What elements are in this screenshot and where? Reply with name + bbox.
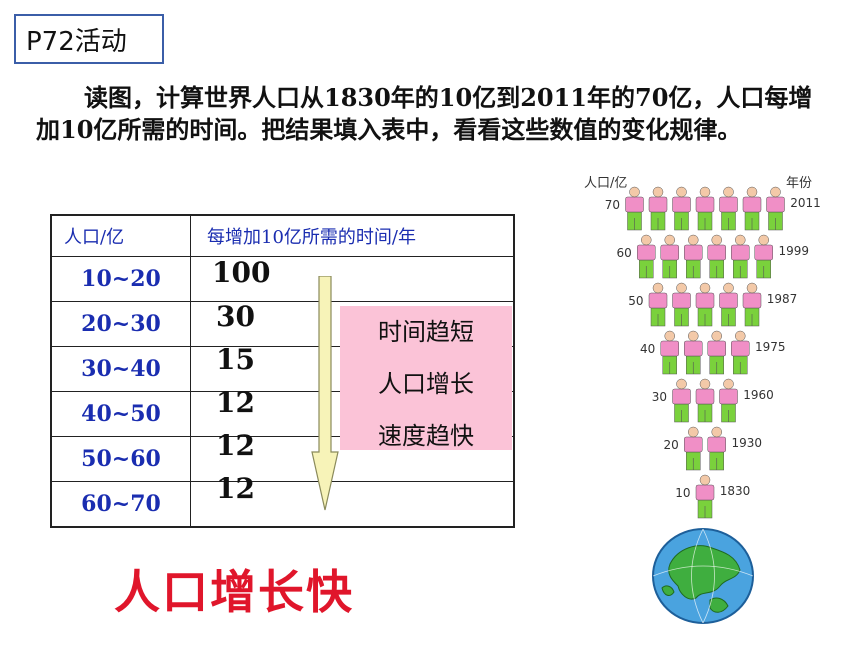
person-icon	[707, 330, 726, 375]
header-years: 每增加10亿所需的时间/年	[190, 214, 515, 257]
person-icon	[719, 186, 738, 231]
years-value: 12	[216, 386, 255, 419]
table-row: 10~20	[50, 256, 515, 302]
person-icon	[672, 282, 691, 327]
figure-left-header: 人口/亿	[584, 176, 628, 191]
person-icon	[754, 234, 773, 279]
range-cell: 30~40	[50, 346, 191, 392]
figure-population-label: 30	[651, 390, 668, 404]
figure-year-label: 1960	[743, 388, 774, 402]
instruction-paragraph: 读图，计算世界人口从1830年的10亿到2011年的70亿，人口每增加10亿所需…	[36, 83, 813, 144]
annotation-line: 速度趋快	[378, 422, 474, 450]
table-row: 60~70	[50, 481, 515, 528]
annotation-line: 人口增长	[378, 370, 474, 398]
conclusion-text: 人口增长快	[114, 565, 354, 619]
years-value: 12	[216, 429, 255, 462]
figure-year-label: 1999	[778, 244, 810, 258]
figure-year-label: 1987	[766, 292, 798, 306]
figure-population-label: 20	[663, 438, 679, 452]
person-icon	[625, 186, 644, 231]
down-arrow-icon	[311, 276, 339, 511]
person-icon	[648, 282, 668, 327]
globe-icon	[652, 528, 754, 624]
figure-population-label: 50	[628, 294, 644, 308]
population-figure	[625, 186, 785, 519]
person-icon	[695, 282, 715, 327]
figure-year-label: 2011	[790, 196, 821, 210]
person-icon	[660, 330, 679, 375]
figure-population-label: 70	[604, 198, 621, 212]
person-icon	[742, 186, 762, 231]
figure-population-label: 40	[640, 342, 656, 356]
years-value: 30	[216, 300, 255, 333]
person-icon	[719, 282, 738, 327]
person-icon	[637, 234, 656, 279]
table-header-row: 人口/亿 每增加10亿所需的时间/年	[50, 214, 515, 257]
range-cell: 20~30	[50, 301, 191, 347]
figure-population-label: 10	[675, 486, 691, 500]
person-icon	[707, 426, 726, 471]
person-icon	[695, 474, 715, 519]
person-icon	[660, 234, 679, 279]
figure-population-label: 60	[616, 246, 632, 260]
person-icon	[672, 186, 691, 231]
years-cell	[190, 481, 515, 528]
figure-year-label: 1930	[731, 436, 763, 450]
person-icon	[684, 426, 703, 471]
figure-year-label: 1830	[719, 484, 751, 498]
activity-title: P72活动	[14, 14, 164, 64]
years-value: 15	[216, 343, 255, 376]
annotation-line: 时间趋短	[378, 318, 474, 346]
person-icon	[742, 282, 762, 327]
range-cell: 10~20	[50, 256, 191, 302]
person-icon	[648, 186, 668, 231]
years-value: 100	[212, 256, 271, 289]
header-population: 人口/亿	[50, 214, 191, 257]
figure-right-header: 年份	[786, 176, 813, 191]
person-icon	[684, 330, 703, 375]
person-icon	[695, 186, 715, 231]
range-cell: 40~50	[50, 391, 191, 437]
years-value: 12	[216, 472, 255, 505]
person-icon	[684, 234, 703, 279]
range-cell: 50~60	[50, 436, 191, 482]
person-icon	[731, 330, 750, 375]
range-cell: 60~70	[50, 481, 191, 528]
person-icon	[719, 378, 738, 423]
person-icon	[731, 234, 750, 279]
figure-year-label: 1975	[755, 340, 786, 354]
person-icon	[695, 378, 715, 423]
person-icon	[766, 186, 785, 231]
annotation-highlight	[340, 306, 512, 450]
person-icon	[672, 378, 691, 423]
person-icon	[707, 234, 726, 279]
